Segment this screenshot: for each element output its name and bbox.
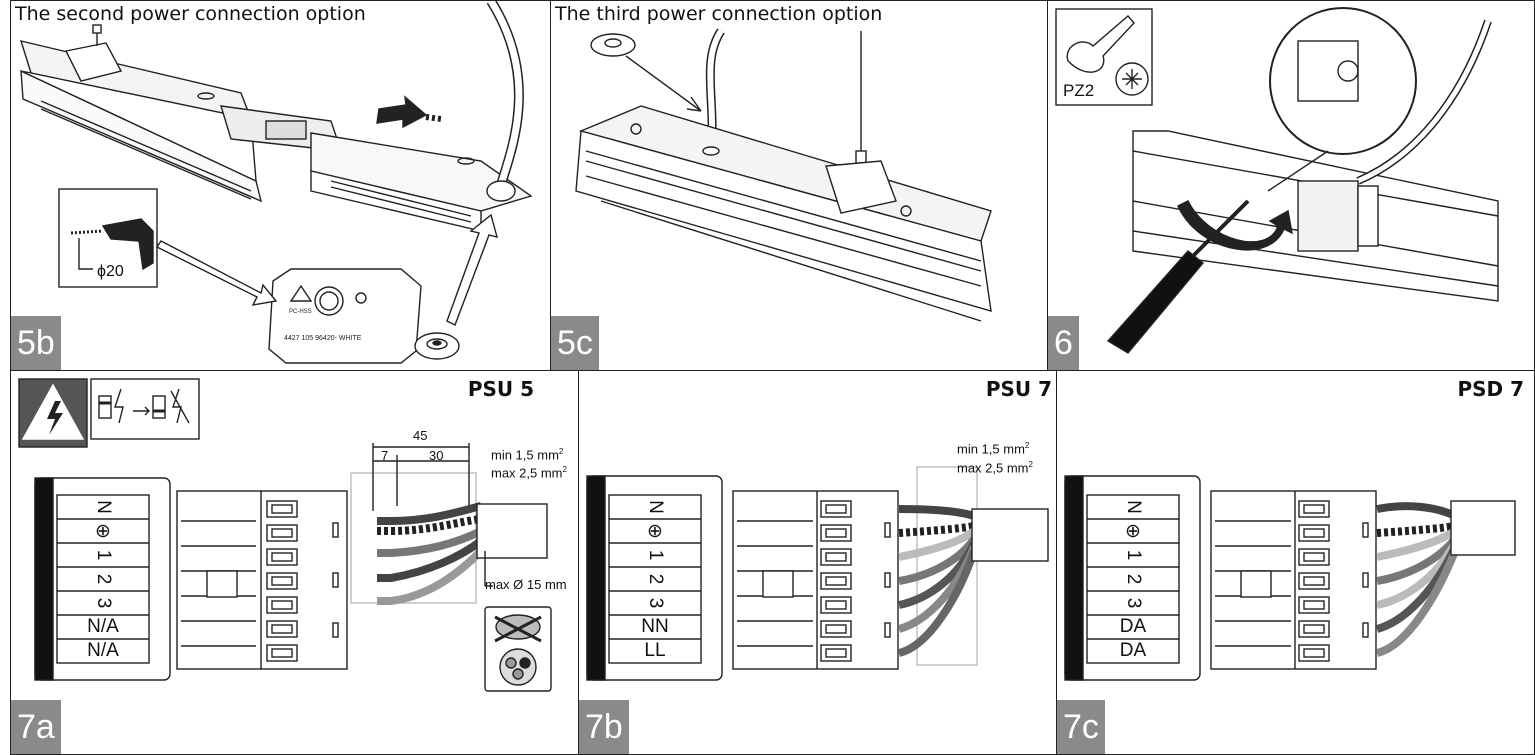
- endcap-pc-mark: PC-HSS: [289, 309, 312, 315]
- terminal-label: DA: [1119, 640, 1147, 661]
- panel-5b: The second power connection option: [10, 0, 551, 371]
- panel-6: PZ2 6: [1047, 0, 1535, 371]
- wire-min-label: min 1,5 mm2: [491, 447, 564, 463]
- luminaire-illustration-5c: [575, 28, 992, 322]
- dimension-30: 30: [429, 448, 444, 463]
- step-number: 5c: [551, 316, 599, 370]
- cable-max-diameter: max Ø 15 mm: [485, 577, 567, 592]
- terminal-label: LL: [644, 640, 666, 661]
- panel-5c: The third power connection option: [550, 0, 1048, 371]
- terminal-label: N/A: [87, 640, 119, 661]
- terminal-label: N/A: [87, 616, 119, 637]
- model-label: PSU 5: [467, 377, 534, 401]
- step-number: 7c: [1057, 700, 1105, 754]
- panel-7b: PSU 7: [578, 370, 1057, 755]
- step-number: 5b: [11, 316, 61, 370]
- panel-7a: PSU 5: [10, 370, 579, 755]
- terminal-label: DA: [1119, 616, 1147, 637]
- panel-caption: The second power connection option: [15, 3, 366, 25]
- luminaire-illustration-5b: 4427 105 96420- WHITE PC-HSS: [19, 1, 533, 364]
- step-number: 7a: [11, 700, 61, 754]
- dimension-45: 45: [413, 428, 428, 443]
- dimension-7: 7: [381, 448, 389, 463]
- wiring-diagram-7a: [18, 378, 552, 692]
- wiring-diagram-7c: [1064, 475, 1516, 681]
- terminal-label: ⊕: [1125, 521, 1141, 542]
- panel-caption: The third power connection option: [555, 3, 883, 25]
- terminal-label: NN: [641, 616, 669, 637]
- wire-max-label: max 2,5 mm2: [491, 465, 567, 481]
- model-label: PSU 7: [985, 377, 1052, 401]
- endcap-code: 4427 105 96420- WHITE: [284, 335, 362, 342]
- screwdriver-illustration-6: [1055, 7, 1499, 354]
- terminal-label: ⊕: [647, 521, 663, 542]
- terminal-label: ⊕: [95, 521, 111, 542]
- wire-max-label: max 2,5 mm2: [957, 460, 1033, 476]
- wire-min-label: min 1,5 mm2: [957, 441, 1030, 457]
- wiring-diagram-7b: [586, 466, 1049, 681]
- step-number: 7b: [579, 700, 629, 754]
- model-label: PSD 7: [1457, 377, 1524, 401]
- drill-diameter-label: ϕ20: [97, 263, 124, 280]
- step-number: 6: [1048, 316, 1079, 370]
- panel-7c: PSD 7: [1056, 370, 1535, 755]
- tool-label: PZ2: [1063, 81, 1095, 100]
